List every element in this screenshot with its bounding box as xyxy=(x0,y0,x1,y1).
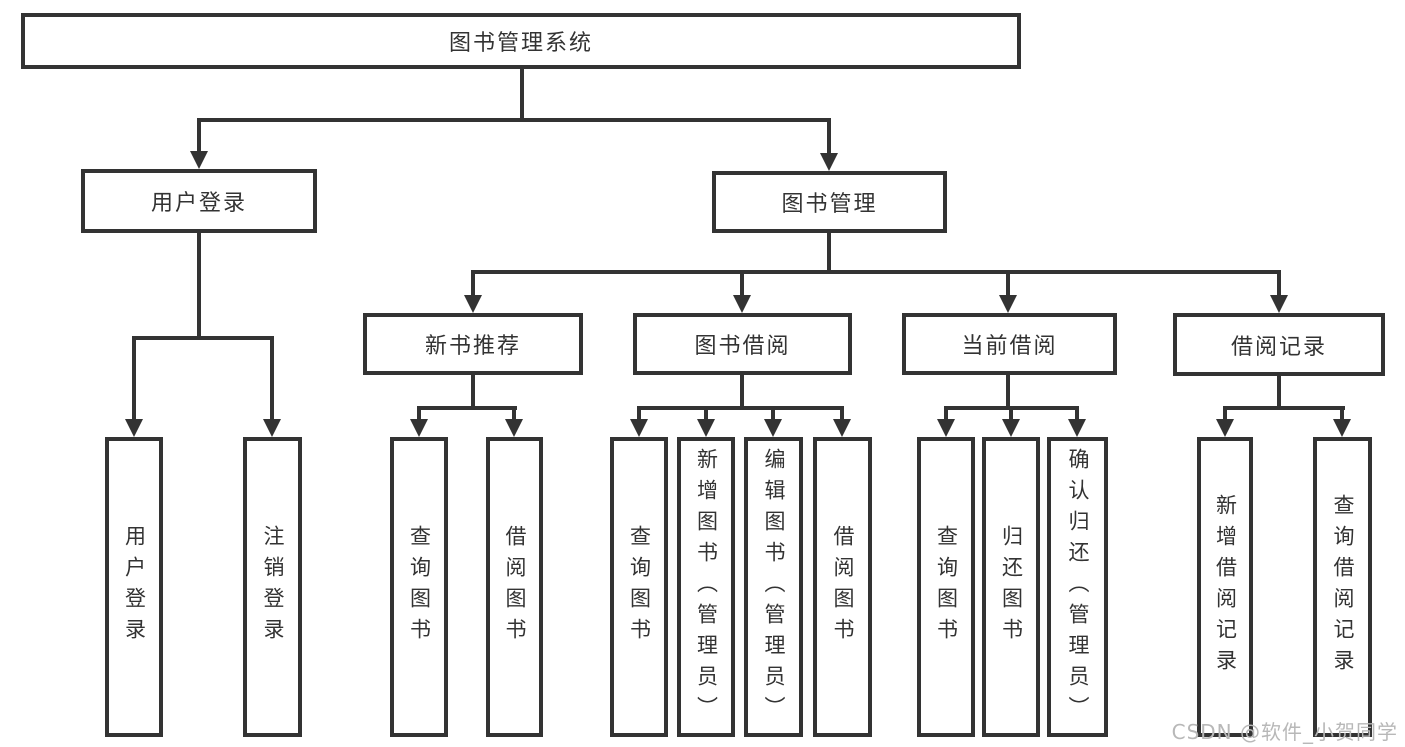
node-current-borrow: 当前借阅 xyxy=(902,313,1117,375)
node-label: 图书管理系统 xyxy=(448,31,593,56)
arrowhead-icon xyxy=(505,419,523,437)
arrowhead-icon xyxy=(937,419,955,437)
edge-stub-leaf xyxy=(132,336,136,420)
arrowhead-icon xyxy=(125,419,143,437)
leaf-query-book-recommend: 查询图书 xyxy=(390,437,448,737)
edge-stub-leaf xyxy=(270,336,274,420)
edge-module-trunk xyxy=(1006,375,1010,408)
edge-stub-module xyxy=(471,270,475,298)
edge-level1-rail xyxy=(197,118,831,122)
edge-stub-leaf xyxy=(704,406,708,423)
node-label: 图书管理 xyxy=(781,192,878,217)
edge-stub-leaf xyxy=(840,406,844,423)
edge-stub-leaf xyxy=(1075,406,1079,423)
arrowhead-icon xyxy=(1002,419,1020,437)
node-book-borrow: 图书借阅 xyxy=(633,313,852,375)
node-label: 新增借阅记录 xyxy=(1213,494,1238,680)
arrowhead-icon xyxy=(263,419,281,437)
node-label: 归还图书 xyxy=(999,525,1024,649)
arrowhead-icon xyxy=(764,419,782,437)
edge-stub-user-login xyxy=(197,118,201,153)
arrowhead-icon xyxy=(1270,295,1288,313)
leaf-borrow-book-recommend: 借阅图书 xyxy=(486,437,543,737)
arrowhead-icon xyxy=(1216,419,1234,437)
watermark: CSDN @软件_小贺同学 xyxy=(1171,720,1398,744)
node-book-management: 图书管理 xyxy=(712,171,947,233)
edge-stub-leaf xyxy=(637,406,641,423)
edge-leaf-rail xyxy=(637,406,844,410)
node-label: 借阅记录 xyxy=(1230,334,1327,360)
node-library-system: 图书管理系统 xyxy=(21,13,1021,69)
edge-module-trunk xyxy=(740,375,744,408)
edge-stub-leaf xyxy=(1223,406,1227,423)
edge-stub-leaf xyxy=(512,406,516,423)
node-label: 查询借阅记录 xyxy=(1331,494,1355,680)
arrowhead-icon xyxy=(630,419,648,437)
leaf-user-login: 用户登录 xyxy=(105,437,163,737)
edge-stub-module xyxy=(1277,270,1281,298)
edge-leaf-rail xyxy=(1223,406,1345,410)
edge-stub-leaf xyxy=(417,406,421,423)
leaf-query-book-current: 查询图书 xyxy=(917,437,975,737)
arrowhead-icon xyxy=(190,151,208,169)
node-label: 借阅图书 xyxy=(503,525,527,649)
node-label: 图书借阅 xyxy=(694,334,791,359)
edge-stub-module xyxy=(1006,270,1010,298)
arrowhead-icon xyxy=(820,153,838,171)
edge-stub-leaf xyxy=(1340,406,1344,423)
leaf-confirm-return-admin: 确认归还（管理员） xyxy=(1047,437,1108,737)
node-new-book-recommend: 新书推荐 xyxy=(363,313,583,375)
edge-stub-leaf xyxy=(944,406,948,423)
node-label: 编辑图书（管理员） xyxy=(762,447,786,727)
node-label: 查询图书 xyxy=(407,525,432,649)
arrowhead-icon xyxy=(410,419,428,437)
edge-stub-leaf xyxy=(1009,406,1013,423)
arrowhead-icon xyxy=(464,295,482,313)
arrowhead-icon xyxy=(697,419,715,437)
edge-module-trunk xyxy=(471,375,475,408)
edge-user-rail xyxy=(132,336,274,340)
leaf-add-borrow-record: 新增借阅记录 xyxy=(1197,437,1253,737)
node-label: 借阅图书 xyxy=(831,525,855,649)
node-user-login: 用户登录 xyxy=(81,169,317,233)
leaf-logout: 注销登录 xyxy=(243,437,302,737)
edge-user-trunk xyxy=(197,233,201,340)
edge-level2-rail xyxy=(471,270,1281,274)
arrowhead-icon xyxy=(1333,419,1351,437)
edge-leaf-rail xyxy=(417,406,517,410)
leaf-query-book-borrow: 查询图书 xyxy=(610,437,668,737)
arrowhead-icon xyxy=(833,419,851,437)
leaf-query-borrow-record: 查询借阅记录 xyxy=(1313,437,1372,737)
node-label: 用户登录 xyxy=(150,191,247,216)
edge-root-trunk xyxy=(520,69,524,122)
edge-stub-module xyxy=(740,270,744,298)
edge-stub-book-mgmt xyxy=(827,118,831,155)
node-label: 新增图书（管理员） xyxy=(694,447,719,727)
node-label: 查询图书 xyxy=(627,525,652,649)
edge-mgmt-trunk xyxy=(827,233,831,274)
leaf-add-book-admin: 新增图书（管理员） xyxy=(677,437,735,737)
edge-module-trunk xyxy=(1277,375,1281,408)
arrowhead-icon xyxy=(999,295,1017,313)
node-borrow-records: 借阅记录 xyxy=(1173,313,1385,376)
leaf-borrow-book: 借阅图书 xyxy=(813,437,872,737)
node-label: 确认归还（管理员） xyxy=(1066,447,1090,727)
node-label: 注销登录 xyxy=(261,525,285,649)
node-label: 查询图书 xyxy=(934,525,959,649)
leaf-return-book: 归还图书 xyxy=(982,437,1040,737)
arrowhead-icon xyxy=(1068,419,1086,437)
node-label: 新书推荐 xyxy=(424,334,521,359)
leaf-edit-book-admin: 编辑图书（管理员） xyxy=(744,437,803,737)
edge-stub-leaf xyxy=(771,406,775,423)
node-label: 用户登录 xyxy=(122,525,147,649)
node-label: 当前借阅 xyxy=(961,334,1058,359)
arrowhead-icon xyxy=(733,295,751,313)
